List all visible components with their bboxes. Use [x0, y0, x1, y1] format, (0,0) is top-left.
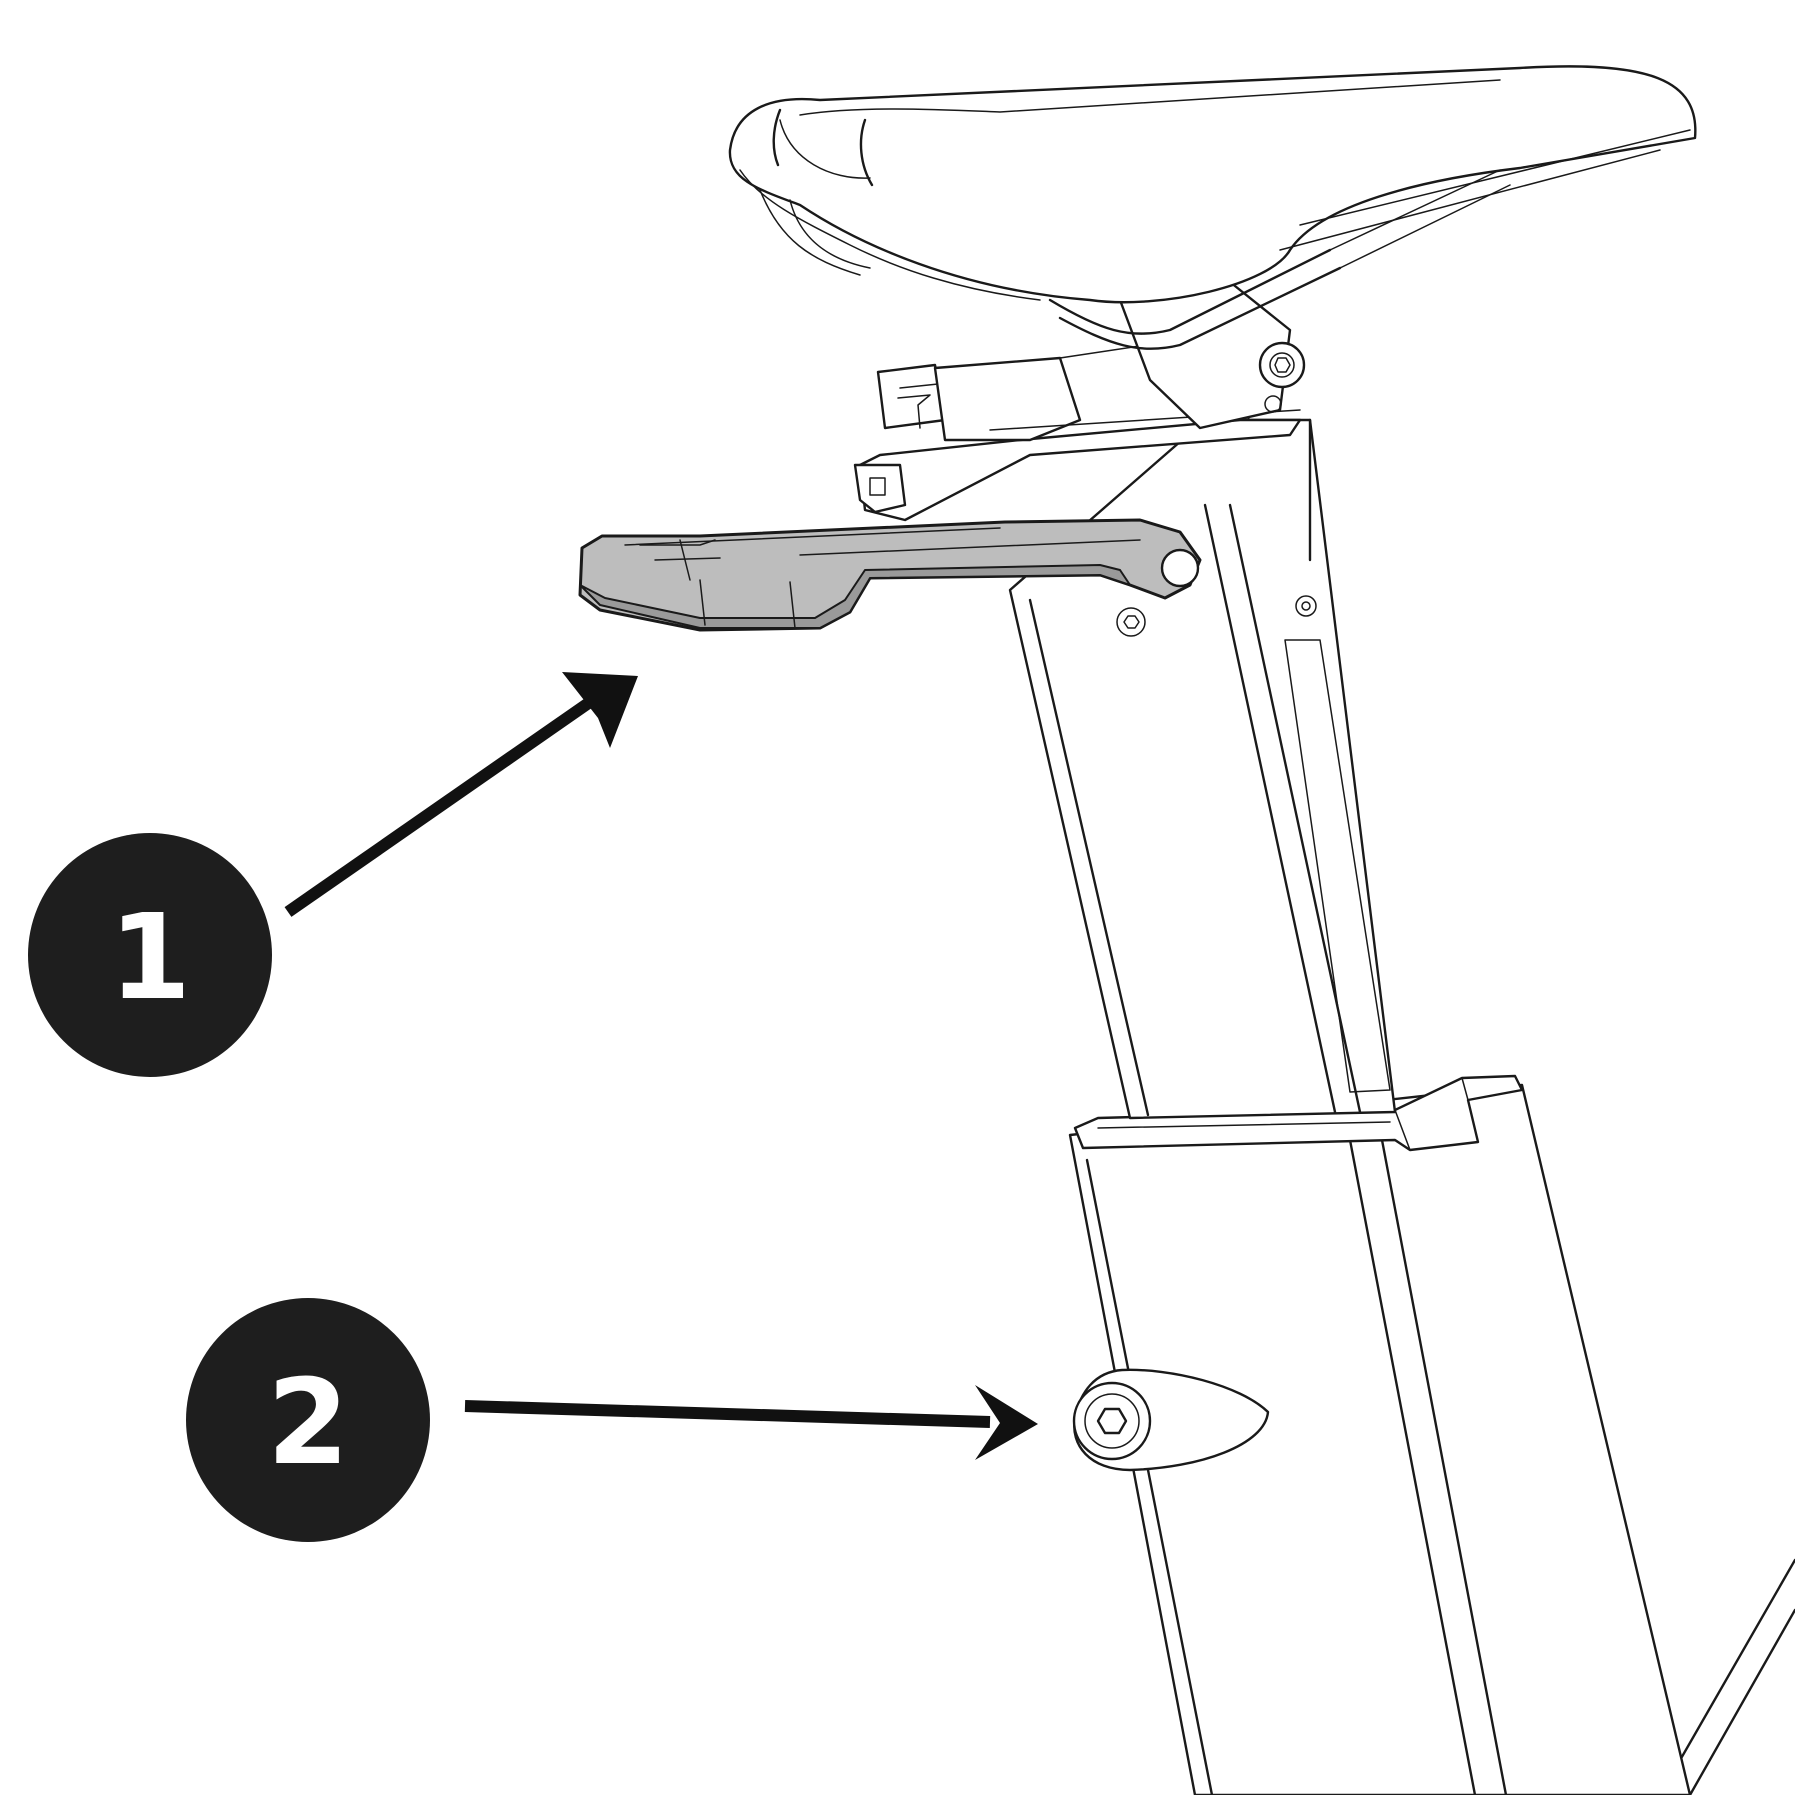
- lower-seat-tube: [1068, 1074, 1692, 1795]
- callout-1: 1: [28, 833, 272, 1077]
- callout-2-number: 2: [267, 1353, 349, 1491]
- arrow-1: [284, 672, 638, 917]
- callout-1-number: 1: [109, 888, 191, 1026]
- arrow-2: [464, 1385, 1038, 1460]
- handle-icon: [578, 518, 1202, 632]
- seatpost-icon: [1008, 418, 1397, 1120]
- saddle-icon: [728, 65, 1697, 350]
- frame-tube: [1658, 1558, 1795, 1795]
- seat-clamp: [853, 280, 1306, 522]
- callout-2: 2: [186, 1298, 430, 1542]
- knob-icon: [1072, 1368, 1270, 1472]
